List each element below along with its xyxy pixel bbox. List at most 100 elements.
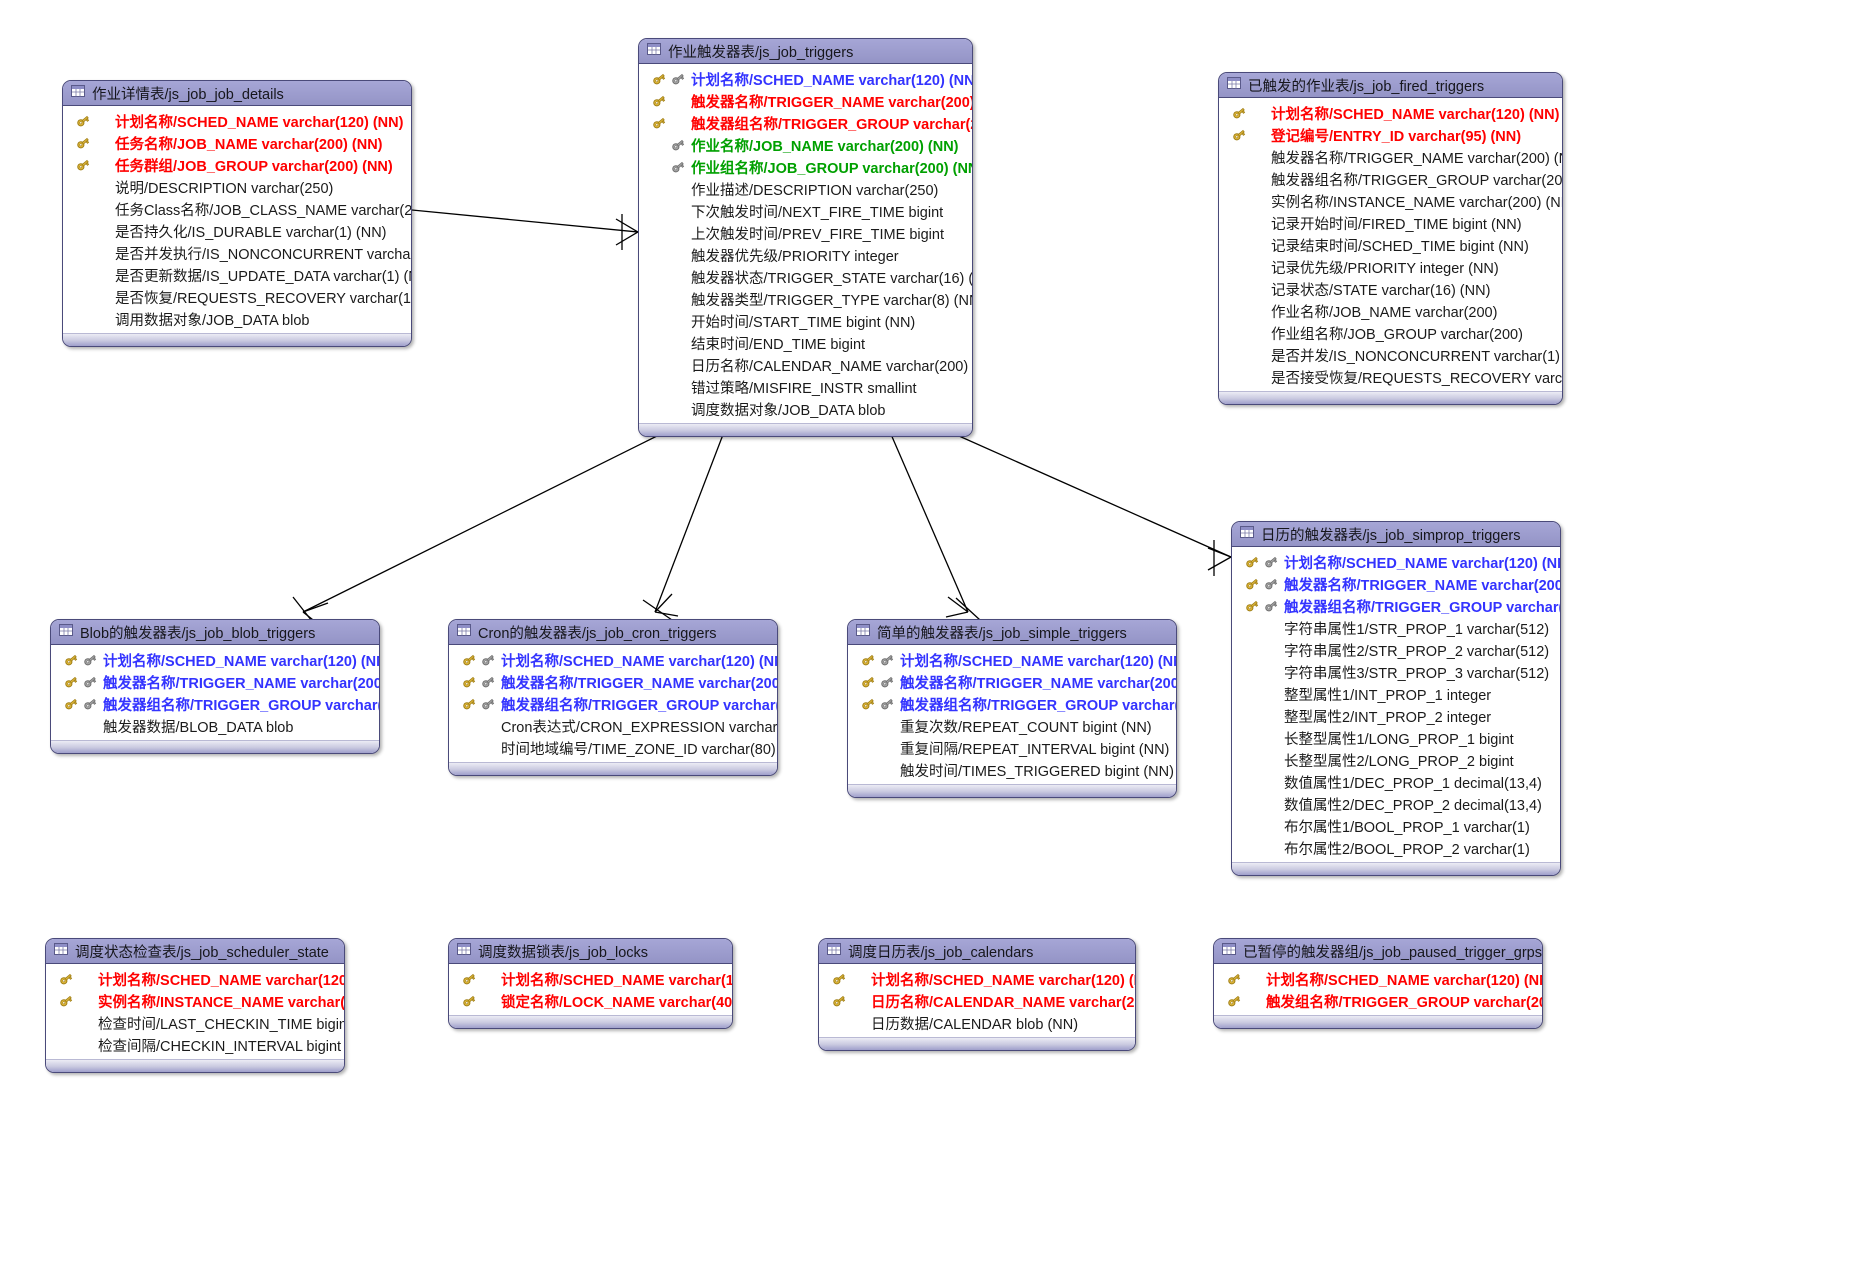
attribute-row[interactable]: 计划名称/SCHED_NAME varchar(120) (NN) [1232,551,1560,573]
entity-calendars[interactable]: 调度日历表/js_job_calendars 计划名称/SCHED_NAME va… [818,938,1136,1051]
attribute-row[interactable]: 记录状态/STATE varchar(16) (NN) [1219,278,1562,300]
attribute-row[interactable]: 锁定名称/LOCK_NAME varchar(40) (NN) [449,990,732,1012]
attribute-row[interactable]: 日历数据/CALENDAR blob (NN) [819,1012,1135,1034]
entity-header-calendars[interactable]: 调度日历表/js_job_calendars [819,939,1135,964]
attribute-row[interactable]: 触发器组名称/TRIGGER_GROUP varchar(200) (NN) [449,693,777,715]
attribute-row[interactable]: 触发器组名称/TRIGGER_GROUP varchar(200) (NN) [51,693,379,715]
entity-job_triggers[interactable]: 作业触发器表/js_job_triggers 计划名称/SCHED_NAME va… [638,38,973,437]
attribute-row[interactable]: 字符串属性2/STR_PROP_2 varchar(512) [1232,639,1560,661]
attribute-row[interactable]: 数值属性2/DEC_PROP_2 decimal(13,4) [1232,793,1560,815]
attribute-row[interactable]: 触发器状态/TRIGGER_STATE varchar(16) (NN) [639,266,972,288]
entity-cron_triggers[interactable]: Cron的触发器表/js_job_cron_triggers 计划名称/SCHED… [448,619,778,776]
attribute-row[interactable]: 调度数据对象/JOB_DATA blob [639,398,972,420]
attribute-row[interactable]: 触发器优先级/PRIORITY integer [639,244,972,266]
attribute-row[interactable]: 字符串属性1/STR_PROP_1 varchar(512) [1232,617,1560,639]
attribute-row[interactable]: 上次触发时间/PREV_FIRE_TIME bigint [639,222,972,244]
attribute-row[interactable]: 整型属性1/INT_PROP_1 integer [1232,683,1560,705]
attribute-row[interactable]: 字符串属性3/STR_PROP_3 varchar(512) [1232,661,1560,683]
attribute-row[interactable]: 任务名称/JOB_NAME varchar(200) (NN) [63,132,411,154]
attribute-row[interactable]: 任务群组/JOB_GROUP varchar(200) (NN) [63,154,411,176]
attribute-row[interactable]: 日历名称/CALENDAR_NAME varchar(200) [639,354,972,376]
attribute-row[interactable]: 检查间隔/CHECKIN_INTERVAL bigint (NN) [46,1034,344,1056]
entity-header-job_details[interactable]: 作业详情表/js_job_job_details [63,81,411,106]
attribute-row[interactable]: 布尔属性1/BOOL_PROP_1 varchar(1) [1232,815,1560,837]
attribute-row[interactable]: 重复次数/REPEAT_COUNT bigint (NN) [848,715,1176,737]
attribute-row[interactable]: 触发器类型/TRIGGER_TYPE varchar(8) (NN) [639,288,972,310]
entity-header-cron_triggers[interactable]: Cron的触发器表/js_job_cron_triggers [449,620,777,645]
attribute-row[interactable]: 是否并发/IS_NONCONCURRENT varchar(1) [1219,344,1562,366]
attribute-row[interactable]: 触发器名称/TRIGGER_NAME varchar(200) (NN) [51,671,379,693]
attribute-row[interactable]: 触发器组名称/TRIGGER_GROUP varchar(200) (NN) [1232,595,1560,617]
attribute-row[interactable]: 是否并发执行/IS_NONCONCURRENT varchar(1) (NN) [63,242,411,264]
entity-header-simple_triggers[interactable]: 简单的触发器表/js_job_simple_triggers [848,620,1176,645]
attribute-row[interactable]: 实例名称/INSTANCE_NAME varchar(200) (NN) [46,990,344,1012]
attribute-row[interactable]: 计划名称/SCHED_NAME varchar(120) (NN) [449,649,777,671]
attribute-row[interactable]: 计划名称/SCHED_NAME varchar(120) (NN) [449,968,732,990]
attribute-row[interactable]: 作业组名称/JOB_GROUP varchar(200) (NN) [639,156,972,178]
attribute-row[interactable]: 触发器名称/TRIGGER_NAME varchar(200) (NN) [1219,146,1562,168]
attribute-row[interactable]: 计划名称/SCHED_NAME varchar(120) (NN) [63,110,411,132]
attribute-row[interactable]: 作业名称/JOB_NAME varchar(200) [1219,300,1562,322]
attribute-row[interactable]: 触发器名称/TRIGGER_NAME varchar(200) (NN) [1232,573,1560,595]
entity-header-blob_triggers[interactable]: Blob的触发器表/js_job_blob_triggers [51,620,379,645]
attribute-row[interactable]: 计划名称/SCHED_NAME varchar(120) (NN) [1219,102,1562,124]
attribute-row[interactable]: 下次触发时间/NEXT_FIRE_TIME bigint [639,200,972,222]
attribute-row[interactable]: Cron表达式/CRON_EXPRESSION varchar(120) (NN… [449,715,777,737]
attribute-row[interactable]: 计划名称/SCHED_NAME varchar(120) (NN) [46,968,344,990]
attribute-row[interactable]: 触发器名称/TRIGGER_NAME varchar(200) (NN) [848,671,1176,693]
entity-blob_triggers[interactable]: Blob的触发器表/js_job_blob_triggers 计划名称/SCHED… [50,619,380,754]
attribute-row[interactable]: 长整型属性2/LONG_PROP_2 bigint [1232,749,1560,771]
attribute-row[interactable]: 触发器数据/BLOB_DATA blob [51,715,379,737]
attribute-row[interactable]: 重复间隔/REPEAT_INTERVAL bigint (NN) [848,737,1176,759]
attribute-row[interactable]: 是否更新数据/IS_UPDATE_DATA varchar(1) (NN) [63,264,411,286]
attribute-row[interactable]: 作业名称/JOB_NAME varchar(200) (NN) [639,134,972,156]
attribute-row[interactable]: 记录优先级/PRIORITY integer (NN) [1219,256,1562,278]
entity-simprop_triggers[interactable]: 日历的触发器表/js_job_simprop_triggers 计划名称/SCHE… [1231,521,1561,876]
attribute-row[interactable]: 触发时间/TIMES_TRIGGERED bigint (NN) [848,759,1176,781]
entity-simple_triggers[interactable]: 简单的触发器表/js_job_simple_triggers 计划名称/SCHED… [847,619,1177,798]
attribute-row[interactable]: 开始时间/START_TIME bigint (NN) [639,310,972,332]
attribute-row[interactable]: 记录开始时间/FIRED_TIME bigint (NN) [1219,212,1562,234]
attribute-row[interactable]: 检查时间/LAST_CHECKIN_TIME bigint (NN) [46,1012,344,1034]
attribute-row[interactable]: 日历名称/CALENDAR_NAME varchar(200) (NN) [819,990,1135,1012]
attribute-row[interactable]: 是否接受恢复/REQUESTS_RECOVERY varchar(1) [1219,366,1562,388]
attribute-row[interactable]: 作业组名称/JOB_GROUP varchar(200) [1219,322,1562,344]
attribute-row[interactable]: 结束时间/END_TIME bigint [639,332,972,354]
attribute-row[interactable]: 登记编号/ENTRY_ID varchar(95) (NN) [1219,124,1562,146]
attribute-row[interactable]: 触发组名称/TRIGGER_GROUP varchar(200) (NN) [1214,990,1542,1012]
entity-header-job_triggers[interactable]: 作业触发器表/js_job_triggers [639,39,972,64]
attribute-row[interactable]: 触发器名称/TRIGGER_NAME varchar(200) (NN) [639,90,972,112]
attribute-row[interactable]: 触发器组名称/TRIGGER_GROUP varchar(200) (NN) [848,693,1176,715]
attribute-row[interactable]: 触发器组名称/TRIGGER_GROUP varchar(200) (NN) [1219,168,1562,190]
attribute-row[interactable]: 是否恢复/REQUESTS_RECOVERY varchar(1) (NN) [63,286,411,308]
attribute-row[interactable]: 实例名称/INSTANCE_NAME varchar(200) (NN) [1219,190,1562,212]
attribute-row[interactable]: 说明/DESCRIPTION varchar(250) [63,176,411,198]
attribute-row[interactable]: 整型属性2/INT_PROP_2 integer [1232,705,1560,727]
attribute-row[interactable]: 记录结束时间/SCHED_TIME bigint (NN) [1219,234,1562,256]
entity-locks[interactable]: 调度数据锁表/js_job_locks 计划名称/SCHED_NAME varch… [448,938,733,1029]
attribute-row[interactable]: 错过策略/MISFIRE_INSTR smallint [639,376,972,398]
attribute-row[interactable]: 长整型属性1/LONG_PROP_1 bigint [1232,727,1560,749]
entity-header-paused_trigger_grps[interactable]: 已暂停的触发器组/js_job_paused_trigger_grps [1214,939,1542,964]
attribute-row[interactable]: 计划名称/SCHED_NAME varchar(120) (NN) [1214,968,1542,990]
entity-header-scheduler_state[interactable]: 调度状态检查表/js_job_scheduler_state [46,939,344,964]
entity-job_details[interactable]: 作业详情表/js_job_job_details 计划名称/SCHED_NAME … [62,80,412,347]
entity-header-simprop_triggers[interactable]: 日历的触发器表/js_job_simprop_triggers [1232,522,1560,547]
entity-fired_triggers[interactable]: 已触发的作业表/js_job_fired_triggers 计划名称/SCHED_… [1218,72,1563,405]
attribute-row[interactable]: 是否持久化/IS_DURABLE varchar(1) (NN) [63,220,411,242]
attribute-row[interactable]: 时间地域编号/TIME_ZONE_ID varchar(80) [449,737,777,759]
attribute-row[interactable]: 作业描述/DESCRIPTION varchar(250) [639,178,972,200]
entity-paused_trigger_grps[interactable]: 已暂停的触发器组/js_job_paused_trigger_grps 计划名称/… [1213,938,1543,1029]
entity-header-fired_triggers[interactable]: 已触发的作业表/js_job_fired_triggers [1219,73,1562,98]
attribute-row[interactable]: 计划名称/SCHED_NAME varchar(120) (NN) [848,649,1176,671]
attribute-row[interactable]: 布尔属性2/BOOL_PROP_2 varchar(1) [1232,837,1560,859]
attribute-row[interactable]: 任务Class名称/JOB_CLASS_NAME varchar(250) (N… [63,198,411,220]
attribute-row[interactable]: 计划名称/SCHED_NAME varchar(120) (NN) [51,649,379,671]
entity-header-locks[interactable]: 调度数据锁表/js_job_locks [449,939,732,964]
attribute-row[interactable]: 触发器组名称/TRIGGER_GROUP varchar(200) (NN) [639,112,972,134]
entity-scheduler_state[interactable]: 调度状态检查表/js_job_scheduler_state 计划名称/SCHED… [45,938,345,1073]
attribute-row[interactable]: 计划名称/SCHED_NAME varchar(120) (NN) [819,968,1135,990]
attribute-row[interactable]: 计划名称/SCHED_NAME varchar(120) (NN) [639,68,972,90]
attribute-row[interactable]: 触发器名称/TRIGGER_NAME varchar(200) (NN) [449,671,777,693]
attribute-row[interactable]: 调用数据对象/JOB_DATA blob [63,308,411,330]
